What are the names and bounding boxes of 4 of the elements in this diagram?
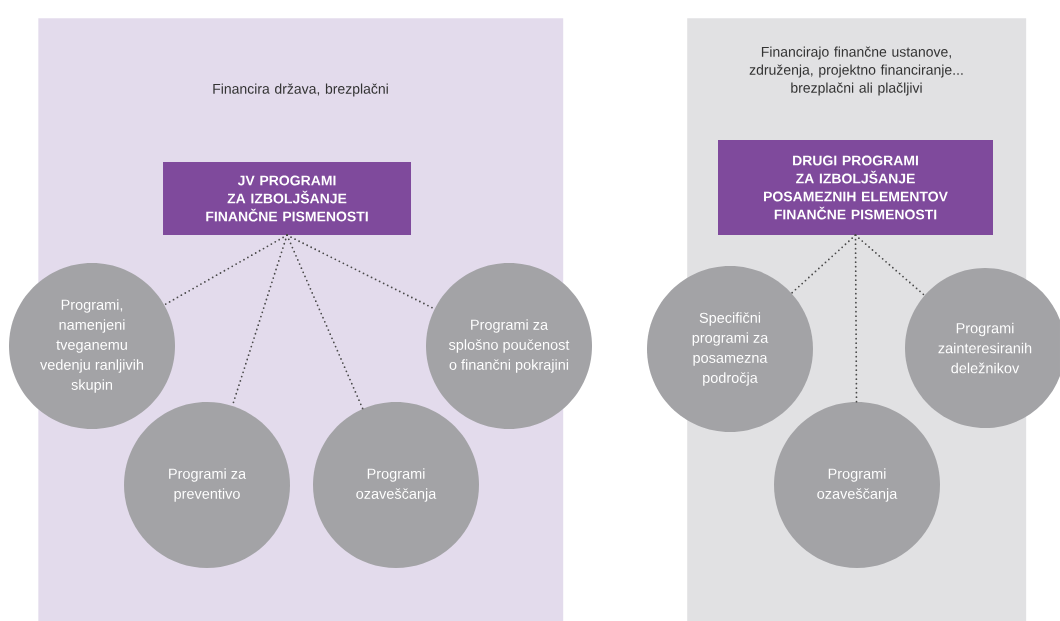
dotted-connector (286, 234, 436, 310)
program-box: JV PROGRAMI ZA IZBOLJŠANJE FINANČNE PISMENOSTI (163, 162, 411, 235)
program-box: DRUGI PROGRAMI ZA IZBOLJŠANJE POSAMEZNIH ELEMENTOV FINANČNE PISMENOSTI (718, 140, 993, 235)
dotted-connector (854, 234, 926, 297)
